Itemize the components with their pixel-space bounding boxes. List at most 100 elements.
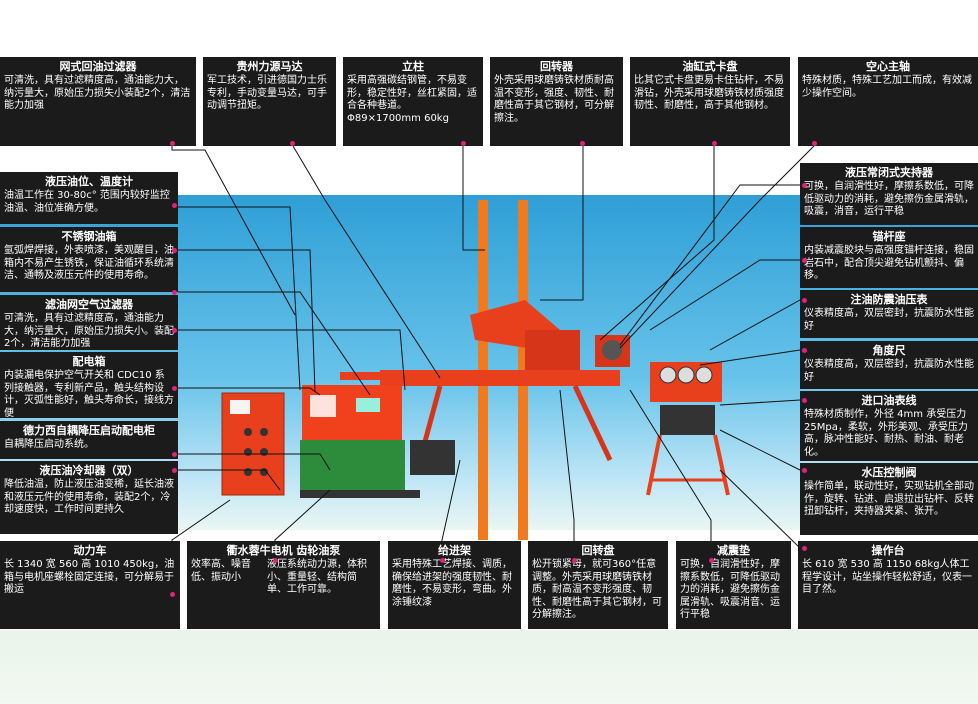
box-motor-horse-text: 军工技术，引进德国力士乐专利，手动变量马达，可手动调节扭矩。 [207,75,327,111]
feed-frame-tip [340,372,384,380]
marker-dot [273,558,278,563]
box-turntable-title: 回转盘 [581,544,615,557]
box-rotator: 回转器 外壳采用球磨铸铁材质耐高温不变形，强度、韧性、耐磨性高于其它钢材，可分解… [490,57,623,146]
feed-frame [380,370,620,386]
marker-dot [572,558,577,563]
marker-dot [802,183,807,188]
marker-dot [812,141,817,146]
box-motor-pump: 衢水蓉牛电机 齿轮油泵 效率高、噪音低、振动小 液压系统动力源，体积小、重量轻、… [187,541,380,629]
box-turntable-text: 松开锁紧母，就可360°任意调整。外壳采用球磨铸铁材质，耐高温不变形强度、韧性、… [532,559,662,620]
box-angle: 角度尺 仪表精度高，双层密封，抗震防水性能好 [800,341,978,389]
box-hose: 进口油表线 特殊材质制作，外径 4mm 承受压力 25Mpa，柔软，外形美观、承… [800,391,978,461]
box-anchor: 锚杆座 内装减震胶块与高强度锚杆连接，稳固岩石中，配合顶尖避免钻机颤抖、偏移。 [800,227,978,288]
marker-dot [172,290,177,295]
box-spindle-text: 特殊材质，特殊工艺加工而成，有效减少操作空间。 [802,75,972,99]
box-power-cart: 动力车 长 1340 宽 560 高 1010 450kg，油箱与电机座螺栓固定… [0,541,180,629]
box-oil-tank: 不锈钢油箱 氩弧焊焊接，外表喷漆，美观醒目，油箱内不易产生锈铁，保证油循环系统清… [0,227,178,292]
electric-motor [300,440,405,490]
box-hose-title: 进口油表线 [861,394,917,407]
marker-dot [802,348,807,353]
box-air-filter-text: 可清洗，具有过滤精度高，通油能力大，纳污量大，原始压力损失小。装配2个，清洁能力… [4,313,174,349]
box-damper: 减震垫 可换，自润滑性好，摩擦系数低，可降低驱动力的消耗，避免擦伤金属滑轨、吸震… [676,541,791,629]
box-holder: 液压常闭式夹持器 可换，自润滑性好，摩擦系数低，可降低驱动力的消耗，避免擦伤金属… [800,163,978,225]
box-distribution-title: 配电箱 [72,355,106,368]
box-motor-pump-text-right: 液压系统动力源，体积小、重量轻、结构简单、工作可靠。 [267,559,367,595]
marker-dot [172,452,177,457]
box-turntable: 回转盘 松开锁紧母，就可360°任意调整。外壳采用球磨铸铁材质，耐高温不变形强度… [528,541,668,629]
box-chuck-text: 比其它式卡盘更易卡住钻杆，不易滑钻，外壳采用球磨铸铁材质强度韧性、耐磨性，高于其… [634,75,784,111]
box-console-text: 长 610 宽 530 高 1150 68kg人体工程学设计，站坐操作轻松舒适，… [802,559,972,595]
box-column-title: 立柱 [402,60,424,73]
rotator-housing [525,330,580,370]
box-motor-pump-text-left: 效率高、噪音低、振动小 [191,559,251,583]
box-chuck-title: 油缸式卡盘 [682,60,738,73]
box-feed-frame-text: 采用特殊工艺焊接、调质，确保给进架的强度韧性、耐磨性，不易变形，弯曲。外涂锤纹漆 [392,559,512,608]
box-damper-title: 减震垫 [717,544,750,557]
bottom-background [0,630,978,704]
box-anchor-title: 锚杆座 [872,230,906,243]
box-air-filter-title: 滤油网空气过滤器 [45,298,133,311]
box-column: 立柱 采用高强碳结钢管，不易变形，稳定性好，丝杠紧固，适合各种巷道。Φ89×17… [343,57,483,146]
box-motor-horse-title: 贵州力源马达 [236,60,303,73]
box-valve-text: 操作简单，联动性好，实现钻机全部动作，旋转、钻进、启退拉出钻杆、反转扭卸钻杆，夹… [804,481,974,517]
box-power-cart-text: 长 1340 宽 560 高 1010 450kg，油箱与电机座螺栓固定连接，可… [4,559,175,595]
box-motor-pump-title: 衢水蓉牛电机 齿轮油泵 [226,544,341,557]
box-oil-level-text: 油温工作在 30-80c° 范围内较好监控油温、油位准确方便。 [4,190,170,214]
box-gauge: 注油防震油压表 仪表精度高，双层密封，抗震防水性能好 [800,290,978,338]
box-console: 操作台 长 610 宽 530 高 1150 68kg人体工程学设计，站坐操作轻… [798,541,978,629]
marker-dot [170,141,175,146]
box-distribution-text: 内装漏电保护空气开关和 CDC10 系列接触器，专利新产品，触头结构设计，灭弧性… [4,370,174,418]
box-valve: 水压控制阀 操作简单，联动性好，实现钻机全部动作，旋转、钻进、启退拉出钻杆、反转… [800,463,978,535]
marker-dot [440,558,445,563]
marker-dot [709,558,714,563]
box-oil-level-title: 液压油位、温度计 [45,175,133,188]
box-motor-horse: 贵州力源马达 军工技术，引进德国力士乐专利，手动变量马达，可手动调节扭矩。 [203,57,336,146]
box-oil-tank-text: 氩弧焊焊接，外表喷漆，美观醒目，油箱内不易产生锈铁，保证油循环系统清洁、通畅及液… [4,245,174,281]
chuck-ring [602,340,622,360]
box-angle-title: 角度尺 [872,344,906,357]
box-oil-level: 液压油位、温度计 油温工作在 30-80c° 范围内较好监控油温、油位准确方便。 [0,172,178,224]
box-column-text: 采用高强碳结钢管，不易变形，稳定性好，丝杠紧固，适合各种巷道。Φ89×1700m… [347,75,477,124]
box-return-filter-text: 可清洗，具有过滤精度高，通油能力大，纳污量大，原始压力损失小装配2个，清洁能力加… [4,75,191,111]
box-air-filter: 滤油网空气过滤器 可清洗，具有过滤精度高，通油能力大，纳污量大，原始压力损失小。… [0,295,178,350]
marker-dot [172,386,177,391]
box-power-cart-title: 动力车 [73,544,107,557]
marker-dot [172,248,177,253]
marker-dot [461,141,466,146]
box-spindle: 空心主轴 特殊材质，特殊工艺加工而成，有效减少操作空间。 [798,57,978,146]
box-cooler-title: 液压油冷却器（双） [39,464,139,477]
box-holder-title: 液压常闭式夹持器 [845,166,933,179]
box-return-filter-title: 网式回油过滤器 [59,60,137,73]
box-cooler: 液压油冷却器（双） 降低油温，防止液压油变稀，延长油液和液压元件的使用寿命，装配… [0,461,178,534]
box-delixi: 德力西自耦降压启动配电柜 自耦降压启动系统。 [0,421,178,459]
marker-dot [170,592,175,597]
box-feed-frame: 给进架 采用特殊工艺焊接、调质，确保给进架的强度韧性、耐磨性，不易变形，弯曲。外… [388,541,521,629]
marker-dot [802,546,807,551]
box-anchor-text: 内装减震胶块与高强度锚杆连接，稳固岩石中，配合顶尖避免钻机颤抖、偏移。 [804,245,974,281]
marker-dot [802,398,807,403]
box-oil-tank-title: 不锈钢油箱 [61,230,117,243]
box-rotator-text: 外壳采用球磨铸铁材质耐高温不变形，强度、韧性、耐磨性高于其它钢材，可分解擦注。 [494,75,614,124]
box-gauge-title: 注油防震油压表 [850,293,928,306]
marker-dot [580,141,585,146]
box-gauge-text: 仪表精度高，双层密封，抗震防水性能好 [804,308,974,332]
box-holder-text: 可换，自润滑性好，摩擦系数低，可降低驱动力的消耗，避免擦伤金属滑轨，吸震，消音，… [804,181,974,217]
box-delixi-title: 德力西自耦降压启动配电柜 [23,424,155,437]
marker-dot [172,203,177,208]
box-console-title: 操作台 [871,544,905,557]
marker-dot [712,141,717,146]
marker-dot [802,468,807,473]
box-delixi-text: 自耦降压启动系统。 [4,439,94,450]
marker-dot [172,468,177,473]
box-distribution: 配电箱 内装漏电保护空气开关和 CDC10 系列接触器，专利新产品，触头结构设计… [0,352,178,418]
marker-dot [290,141,295,146]
leader-lines [171,143,815,555]
box-cooler-text: 降低油温，防止液压油变稀，延长油液和液压元件的使用寿命，装配2个，冷却速度快，工… [4,479,174,515]
box-spindle-title: 空心主轴 [866,60,910,73]
box-return-filter: 网式回油过滤器 可清洗，具有过滤精度高，通油能力大，纳污量大，原始压力损失小装配… [0,57,196,146]
gear-pump [410,440,455,475]
box-chuck: 油缸式卡盘 比其它式卡盘更易卡住钻杆，不易滑钻，外壳采用球磨铸铁材质强度韧性、耐… [630,57,790,146]
box-feed-frame-title: 给进架 [438,544,471,557]
box-hose-text: 特殊材质制作，外径 4mm 承受压力 25Mpa，柔软，外形美观、承受压力高，脉… [804,409,968,458]
